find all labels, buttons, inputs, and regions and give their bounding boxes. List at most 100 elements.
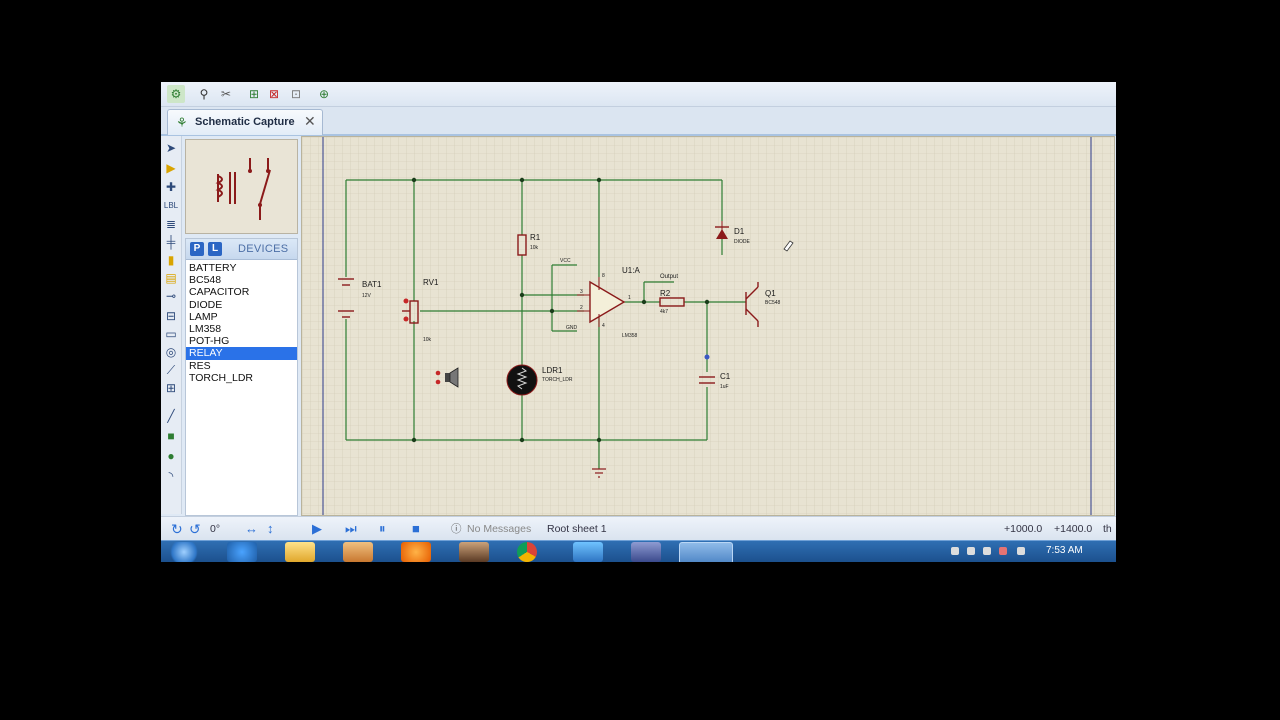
tray-alert-icon[interactable]: [999, 547, 1007, 555]
schematic-tab-icon: ⚘: [176, 115, 188, 130]
rv1-symbol[interactable]: [402, 298, 419, 324]
c1-symbol[interactable]: [699, 376, 715, 384]
tab-label: Schematic Capture: [195, 116, 295, 128]
stop-icon[interactable]: ■: [412, 521, 420, 536]
component-mode-icon[interactable]: ▶: [166, 161, 176, 175]
list-item[interactable]: BATTERY: [189, 262, 237, 274]
box-icon[interactable]: ■: [167, 429, 175, 443]
rotation-value[interactable]: 0°: [210, 523, 221, 535]
delete-sheet-icon[interactable]: ⊠: [268, 87, 280, 101]
graph-icon[interactable]: ⊟: [165, 309, 177, 323]
bus-icon[interactable]: ╪: [166, 235, 176, 249]
list-item[interactable]: LM358: [189, 322, 222, 335]
rv1-ref: RV1: [423, 278, 439, 287]
pause-icon[interactable]: ⏸: [379, 521, 386, 536]
r2-ref: R2: [660, 289, 671, 298]
probe-icon[interactable]: ⟋: [166, 363, 176, 377]
start-button-icon[interactable]: [167, 542, 201, 562]
q1-ref: Q1: [765, 289, 776, 298]
device-panel-title: DEVICES: [238, 243, 289, 255]
u1-opamp-symbol[interactable]: [577, 277, 626, 327]
d1-symbol[interactable]: [715, 221, 729, 239]
device-selector: P L DEVICES BATTERY BC548 CAPACITOR DIOD…: [185, 238, 298, 516]
firefox-icon[interactable]: [401, 542, 431, 562]
pin-4: 4: [602, 323, 605, 329]
find-icon[interactable]: ⚲: [199, 87, 209, 101]
terminal-icon[interactable]: ▤: [165, 271, 177, 285]
r1-symbol[interactable]: [517, 234, 527, 256]
ie-browser-icon[interactable]: [227, 542, 257, 562]
r2-symbol[interactable]: [659, 297, 685, 307]
ldr1-symbol[interactable]: [506, 364, 538, 396]
list-item[interactable]: TORCH_LDR: [189, 371, 253, 384]
subcircuit-icon[interactable]: ▮: [167, 253, 175, 267]
library-button[interactable]: L: [208, 242, 222, 256]
q1-transistor-symbol[interactable]: [745, 282, 759, 327]
mirror-vertical-icon[interactable]: ↕: [267, 521, 274, 536]
line-icon[interactable]: ╱: [167, 409, 175, 423]
pin-icon[interactable]: ⊸: [165, 289, 177, 303]
instrument-icon[interactable]: ⊞: [165, 381, 177, 395]
info-icon: ⓘ: [451, 523, 462, 535]
rotate-cw-icon[interactable]: ↻: [171, 521, 183, 537]
list-item[interactable]: DIODE: [189, 298, 223, 311]
r1-value: 10k: [530, 245, 539, 251]
list-item[interactable]: LAMP: [189, 310, 218, 323]
export-icon[interactable]: ⊕: [318, 87, 330, 101]
new-sheet-icon[interactable]: ⊞: [248, 87, 260, 101]
tray-volume-icon[interactable]: [983, 547, 991, 555]
select-mode-icon[interactable]: ➤: [165, 141, 177, 155]
text-script-icon[interactable]: ≣: [165, 217, 177, 231]
bat1-symbol[interactable]: [338, 278, 354, 318]
pick-device-button[interactable]: P: [190, 242, 204, 256]
main-toolbar: ⚙ ⚲ ✂ ⊞ ⊠ ⊡ ⊕: [161, 82, 1116, 107]
schematic-icon[interactable]: ⚙: [167, 85, 185, 103]
tools-icon[interactable]: ✂: [220, 87, 232, 101]
close-icon[interactable]: ✕: [304, 113, 316, 129]
ldr1-value: TORCH_LDR: [542, 377, 573, 383]
list-item[interactable]: RES: [189, 359, 211, 372]
tape-icon[interactable]: ▭: [165, 327, 177, 341]
tray-app-icon[interactable]: [1017, 547, 1025, 555]
circle-icon[interactable]: ●: [167, 449, 175, 463]
tray-network-icon[interactable]: [967, 547, 975, 555]
zoom-sheet-icon[interactable]: ⊡: [290, 87, 302, 101]
r2-value: 4k7: [660, 309, 668, 315]
tab-schematic-capture[interactable]: ⚘ Schematic Capture ✕: [167, 109, 323, 135]
chrome-icon[interactable]: [517, 542, 537, 562]
schematic-canvas[interactable]: BAT1 12V RV1 10k R1 10k LDR1 TORCH_LDR U…: [301, 136, 1115, 516]
arc-icon[interactable]: ◝: [168, 469, 174, 483]
play-icon[interactable]: ▶: [312, 521, 322, 536]
d1-value: DIODE: [734, 239, 751, 245]
skype-icon[interactable]: [573, 542, 603, 562]
messages-status[interactable]: No Messages: [467, 523, 532, 535]
list-item-selected[interactable]: RELAY: [186, 347, 297, 360]
speaker-icon[interactable]: [435, 367, 459, 388]
sheet-name[interactable]: Root sheet 1: [547, 523, 607, 535]
overview-preview[interactable]: [185, 139, 298, 234]
relay-preview-icon: [215, 158, 271, 220]
photo-app-icon[interactable]: [459, 542, 489, 562]
proteus-taskbar-button[interactable]: [679, 542, 733, 562]
gnd-label: GND: [566, 325, 578, 331]
u1-ref: U1:A: [622, 266, 640, 275]
media-icon[interactable]: [343, 542, 373, 562]
coord-unit: th: [1103, 523, 1112, 535]
taskbar-clock[interactable]: 7:53 AM: [1046, 545, 1083, 556]
list-item[interactable]: POT-HG: [189, 335, 230, 348]
tray-flag-icon[interactable]: [951, 547, 959, 555]
list-item[interactable]: BC548: [189, 274, 222, 287]
junction-dot-icon[interactable]: ✚: [165, 180, 177, 194]
list-item[interactable]: CAPACITOR: [189, 286, 250, 299]
junctions: [411, 177, 710, 443]
app-icon[interactable]: [631, 542, 661, 562]
c1-value: 1uF: [720, 384, 729, 390]
generator-icon[interactable]: ◎: [165, 345, 177, 359]
windows-taskbar: 7:53 AM: [161, 540, 1116, 562]
mirror-horizontal-icon[interactable]: ↔: [245, 521, 258, 536]
pin-3: 3: [580, 289, 583, 295]
step-icon[interactable]: ⏭: [345, 521, 357, 536]
wire-label-icon[interactable]: LBL: [163, 201, 179, 210]
rotate-ccw-icon[interactable]: ↺: [189, 521, 201, 537]
folder-icon[interactable]: [285, 542, 315, 562]
